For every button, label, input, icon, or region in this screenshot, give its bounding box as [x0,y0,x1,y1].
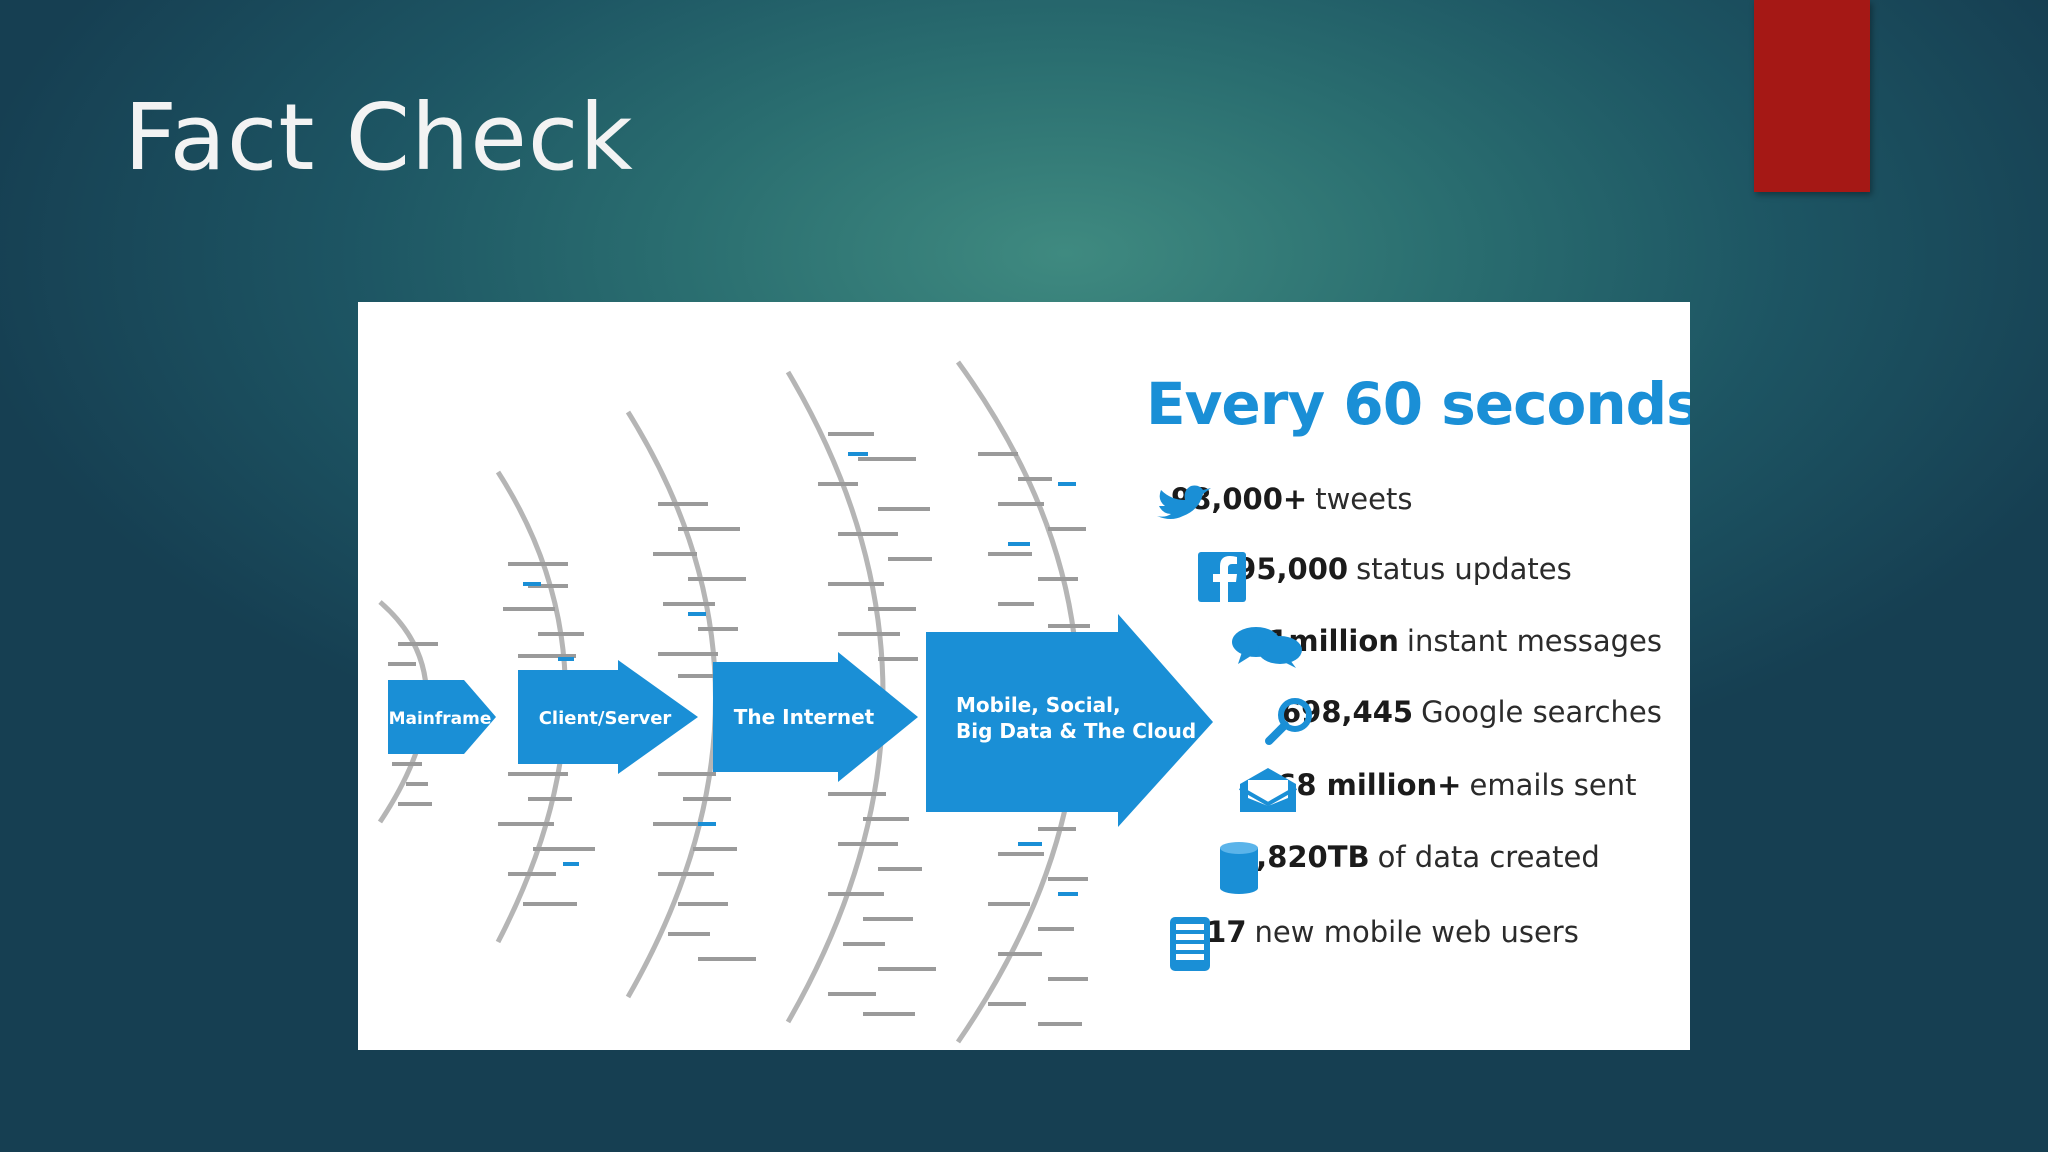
era-diagram: Mainframe Client/Server The Internet Mob… [377,360,1213,1044]
stat-row-status-updates: 695,000 status updates [1198,552,1572,602]
infographic-image: Mainframe Client/Server The Internet Mob… [358,302,1690,1050]
era-label-internet: The Internet [734,705,875,729]
infographic-headline: Every 60 seconds [1146,370,1690,438]
stat-number: 1,820TB [1236,840,1370,874]
slide-title: Fact Check [124,84,634,191]
stat-row-mobile-users: 217 new mobile web users [1168,915,1579,971]
stat-label: Google searches [1421,695,1662,729]
era-label-client-server: Client/Server [539,708,672,729]
era-label-mainframe: Mainframe [389,709,492,729]
stat-row-tweets: 98,000+ tweets [1153,482,1413,519]
accent-bar [1754,0,1870,192]
era-label-mobile-line2: Big Data & The Cloud [956,719,1196,743]
era-label-mobile-line1: Mobile, Social, [956,693,1121,717]
stat-label: emails sent [1469,768,1637,802]
stat-label: status updates [1356,552,1572,586]
word-cloud-highlights [523,452,1078,896]
stat-label: instant messages [1406,624,1663,658]
stat-row-emails: 168 million+ emails sent [1238,768,1637,812]
stat-row-data-created: 1,820TB of data created [1218,840,1600,894]
stat-row-instant-messages: 11million instant messages [1230,624,1663,668]
stat-label: tweets [1315,482,1413,516]
word-cloud-texture [388,432,1090,1026]
stat-row-google-searches: 698,445 Google searches [1263,695,1662,745]
stat-label: new mobile web users [1254,915,1579,949]
stat-label: of data created [1377,840,1600,874]
era-arrows [388,614,1213,827]
